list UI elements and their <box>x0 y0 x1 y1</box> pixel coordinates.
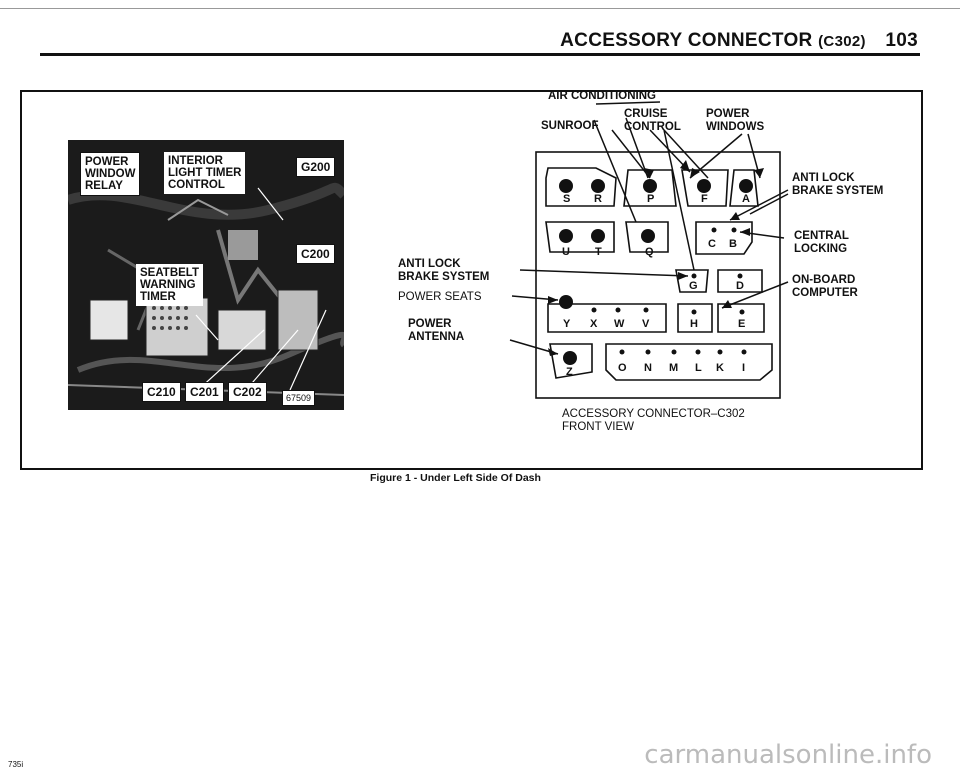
pin-W: W <box>614 318 625 330</box>
pin-M: M <box>669 362 679 374</box>
label-on-board-computer: ON-BOARD COMPUTER <box>792 274 858 299</box>
label-anti-lock-left: ANTI LOCK BRAKE SYSTEM <box>398 258 490 283</box>
pin-A: A <box>742 193 750 205</box>
label-seatbelt-warning-timer: SEATBELT WARNING TIMER <box>136 264 203 306</box>
cavity-p <box>623 169 677 207</box>
top-rule <box>0 8 960 9</box>
pin-N: N <box>644 362 652 374</box>
page-number: 103 <box>885 30 918 51</box>
label-cruise-control: CRUISE CONTROL <box>624 108 681 133</box>
photo-number: 67509 <box>282 390 316 406</box>
cavity-h <box>677 303 713 333</box>
pin-E: E <box>738 318 746 330</box>
pin-C: C <box>708 238 716 250</box>
label-central-locking: CENTRAL LOCKING <box>794 230 849 255</box>
figure-caption: Figure 1 - Under Left Side Of Dash <box>370 472 541 484</box>
label-air-conditioning: AIR CONDITIONING <box>548 90 656 102</box>
page-title: ACCESSORY CONNECTOR (C302) 103 <box>560 30 918 52</box>
label-c210: C210 <box>142 382 181 402</box>
pin-Z: Z <box>566 366 573 378</box>
cavity-g <box>675 269 709 293</box>
cavity-e <box>717 303 765 333</box>
pin-H: H <box>690 318 698 330</box>
connector-caption: ACCESSORY CONNECTOR–C302 FRONT VIEW <box>562 408 745 433</box>
watermark: carmanualsonline.info <box>644 740 932 770</box>
pin-G: G <box>689 280 698 292</box>
cavity-c-b <box>695 221 753 255</box>
pin-D: D <box>736 280 744 292</box>
pin-L: L <box>695 362 702 374</box>
pin-B: B <box>729 238 737 250</box>
pin-F: F <box>701 193 708 205</box>
label-c200: C200 <box>296 244 335 264</box>
title-text: ACCESSORY CONNECTOR <box>560 30 813 51</box>
cavity-o-i <box>605 343 773 381</box>
cavity-z <box>549 343 593 379</box>
label-sunroof: SUNROOF <box>541 120 599 132</box>
cavity-y-v <box>547 303 667 333</box>
pin-K: K <box>716 362 724 374</box>
label-c201: C201 <box>185 382 224 402</box>
footer-model: 735i <box>8 760 24 769</box>
connector-housing <box>535 151 781 399</box>
pin-Y: Y <box>563 318 571 330</box>
cavity-f <box>681 169 729 207</box>
title-sub: (C302) <box>818 33 866 50</box>
pin-Q: Q <box>645 246 654 258</box>
label-g200: G200 <box>296 157 336 177</box>
label-interior-light-timer: INTERIOR LIGHT TIMER CONTROL <box>164 152 246 194</box>
pin-S: S <box>563 193 571 205</box>
pin-O: O <box>618 362 627 374</box>
pin-T: T <box>595 246 602 258</box>
pin-I: I <box>742 362 746 374</box>
cavity-s-r <box>545 167 617 207</box>
pin-U: U <box>562 246 570 258</box>
pin-V: V <box>642 318 650 330</box>
header-rule <box>40 53 920 56</box>
label-power-antenna: POWER ANTENNA <box>408 318 465 343</box>
figure-frame <box>20 90 923 470</box>
label-power-window-relay: POWER WINDOW RELAY <box>80 152 141 196</box>
label-anti-lock-right: ANTI LOCK BRAKE SYSTEM <box>792 172 884 197</box>
cavity-q <box>625 221 669 253</box>
cavity-u-t <box>545 221 615 253</box>
pin-P: P <box>647 193 655 205</box>
label-power-seats: POWER SEATS <box>398 291 482 303</box>
pin-R: R <box>594 193 602 205</box>
label-c202: C202 <box>228 382 267 402</box>
pin-X: X <box>590 318 598 330</box>
label-power-windows: POWER WINDOWS <box>706 108 765 133</box>
